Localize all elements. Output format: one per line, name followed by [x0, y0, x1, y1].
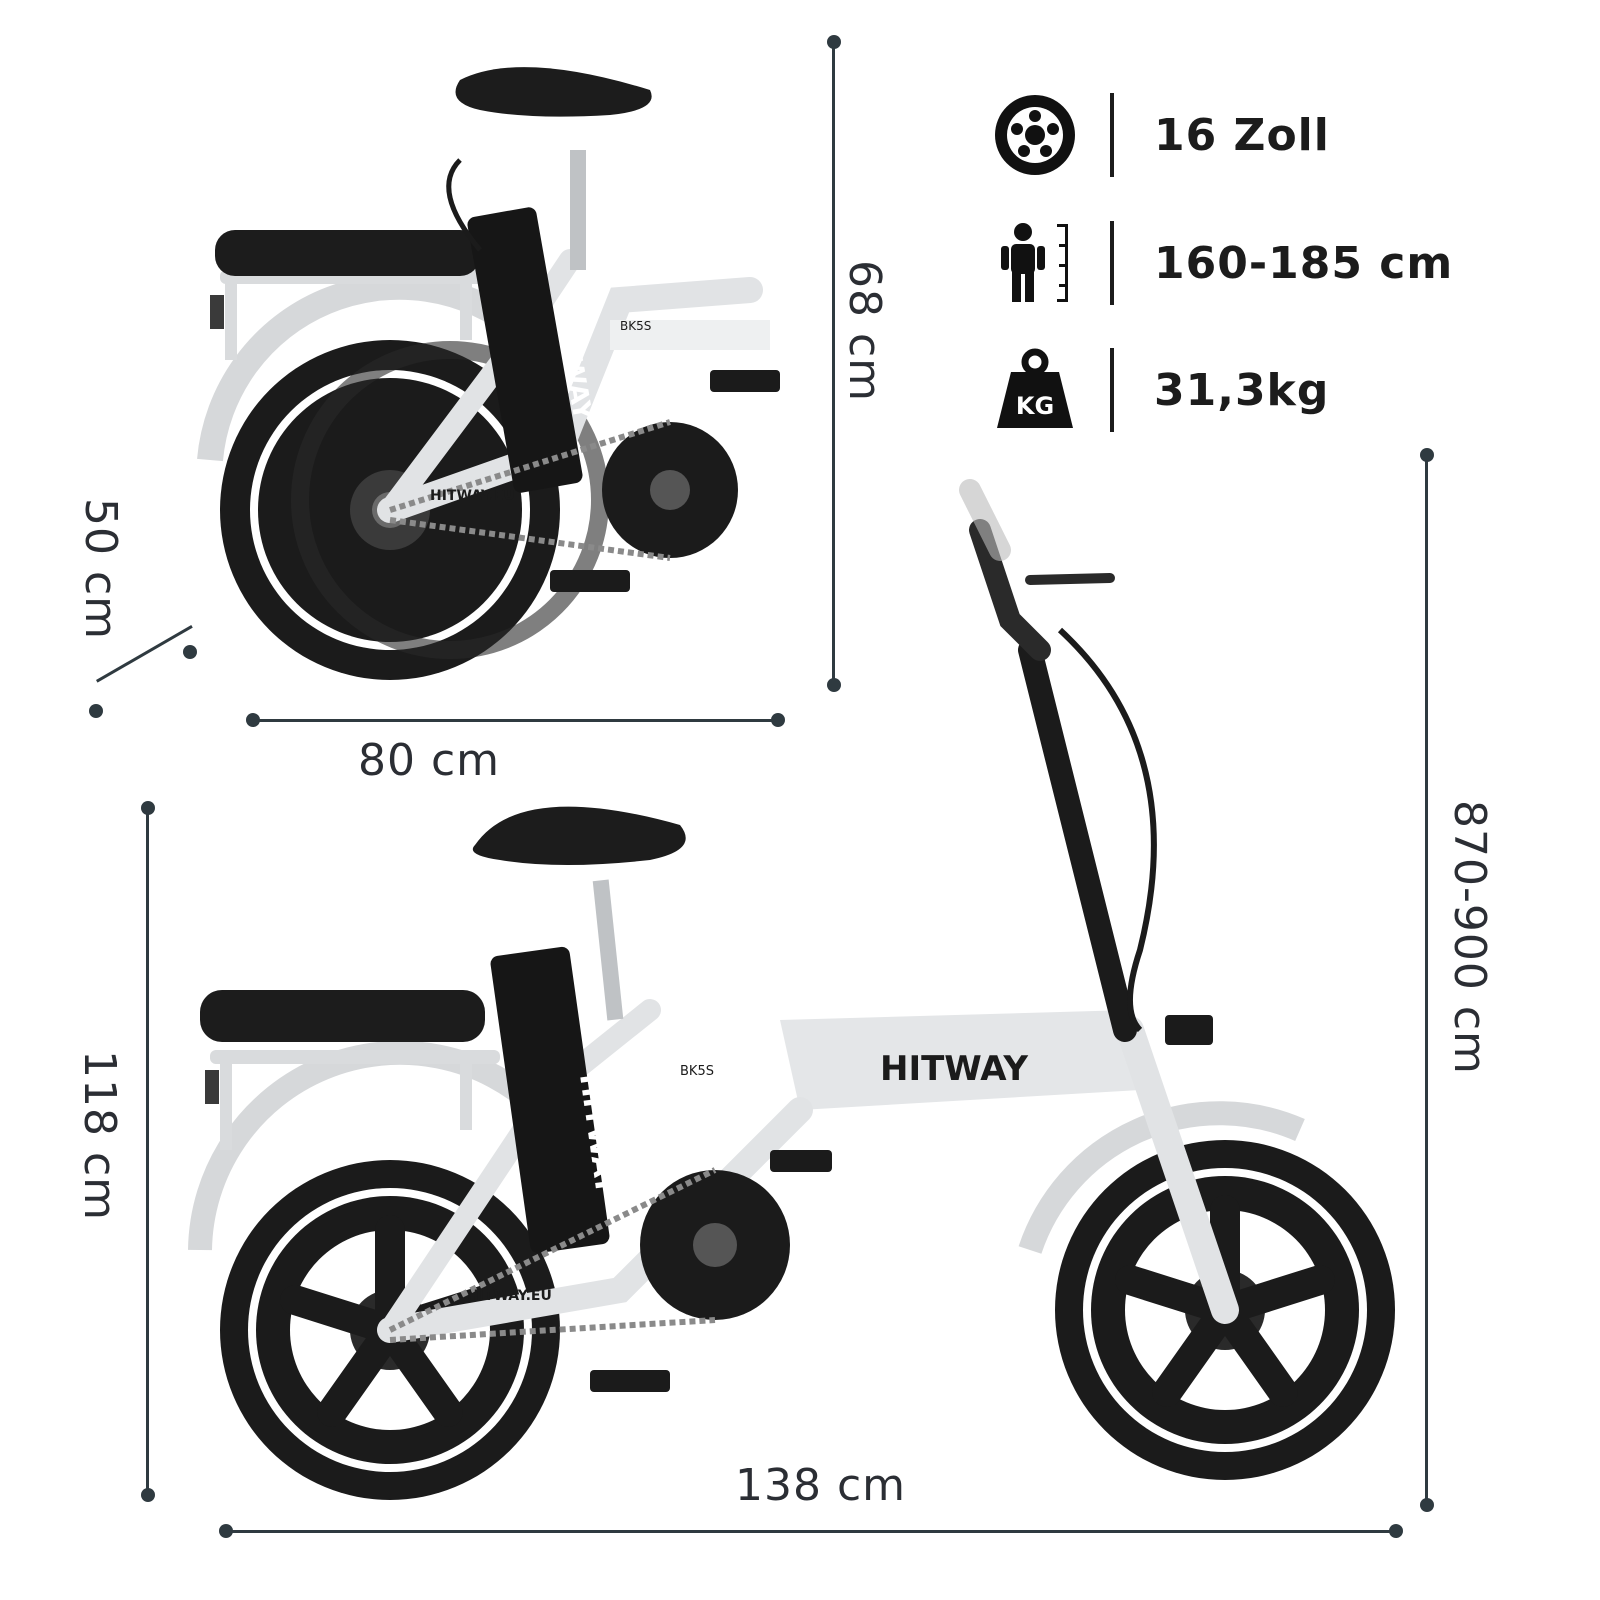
folded-depth-label: 50 cm: [75, 498, 126, 641]
weight-kg-icon: KG: [990, 345, 1080, 435]
folded-height-label: 68 cm: [839, 260, 890, 403]
wheel-icon: [990, 90, 1080, 180]
spec-height-row: 160-185 cm: [990, 218, 1453, 308]
unfolded-height-line: [146, 808, 149, 1496]
spec-wheel-row: 16 Zoll: [990, 90, 1330, 180]
spec-weight-divider: [1110, 348, 1114, 432]
spec-wheel-divider: [1110, 93, 1114, 177]
handlebar-height-label: 870-900 cm: [1444, 800, 1495, 1075]
folded-depth-dot-top: [183, 645, 197, 659]
unfolded-height-dot-top: [141, 801, 155, 815]
spec-weight-row: KG 31,3kg: [990, 345, 1329, 435]
folded-website-text: HITWAY.EU: [430, 488, 515, 504]
folded-height-line: [832, 42, 835, 685]
weight-icon-text: KG: [1016, 392, 1054, 420]
spec-height-divider: [1110, 221, 1114, 305]
person-height-icon: [990, 218, 1080, 308]
website-text: HITWAY.EU: [467, 1288, 552, 1304]
unfolded-height-dot-bottom: [141, 1488, 155, 1502]
unfolded-length-label: 138 cm: [735, 1460, 907, 1511]
unfolded-bike-illustration: HITWAY HITWAY BK5S HITWAY.EU: [188, 479, 1395, 1500]
folded-model-text: BK5S: [620, 319, 651, 333]
folded-height-dot-top: [827, 35, 841, 49]
handlebar-height-dot-bottom: [1420, 1498, 1434, 1512]
folded-width-dot-right: [771, 713, 785, 727]
folded-width-line: [253, 719, 778, 722]
model-text: BK5S: [680, 1064, 714, 1079]
unfolded-length-line: [226, 1530, 1396, 1533]
handlebar-height-line: [1425, 455, 1428, 1505]
spec-height-text: 160-185 cm: [1154, 237, 1454, 289]
unfolded-length-dot-left: [219, 1524, 233, 1538]
folded-width-dot-left: [246, 713, 260, 727]
folded-depth-dot-bottom: [89, 704, 103, 718]
spec-weight-text: 31,3kg: [1154, 364, 1330, 416]
handlebar-height-dot-top: [1420, 448, 1434, 462]
unfolded-height-label: 118 cm: [74, 1050, 125, 1222]
folded-width-label: 80 cm: [358, 735, 501, 786]
unfolded-length-dot-right: [1389, 1524, 1403, 1538]
folded-bike-illustration: HITWAY HITWAY.EU BK5S: [197, 67, 780, 680]
frame-logo: HITWAY: [880, 1049, 1028, 1089]
folded-height-dot-bottom: [827, 678, 841, 692]
spec-wheel-text: 16 Zoll: [1154, 109, 1330, 161]
